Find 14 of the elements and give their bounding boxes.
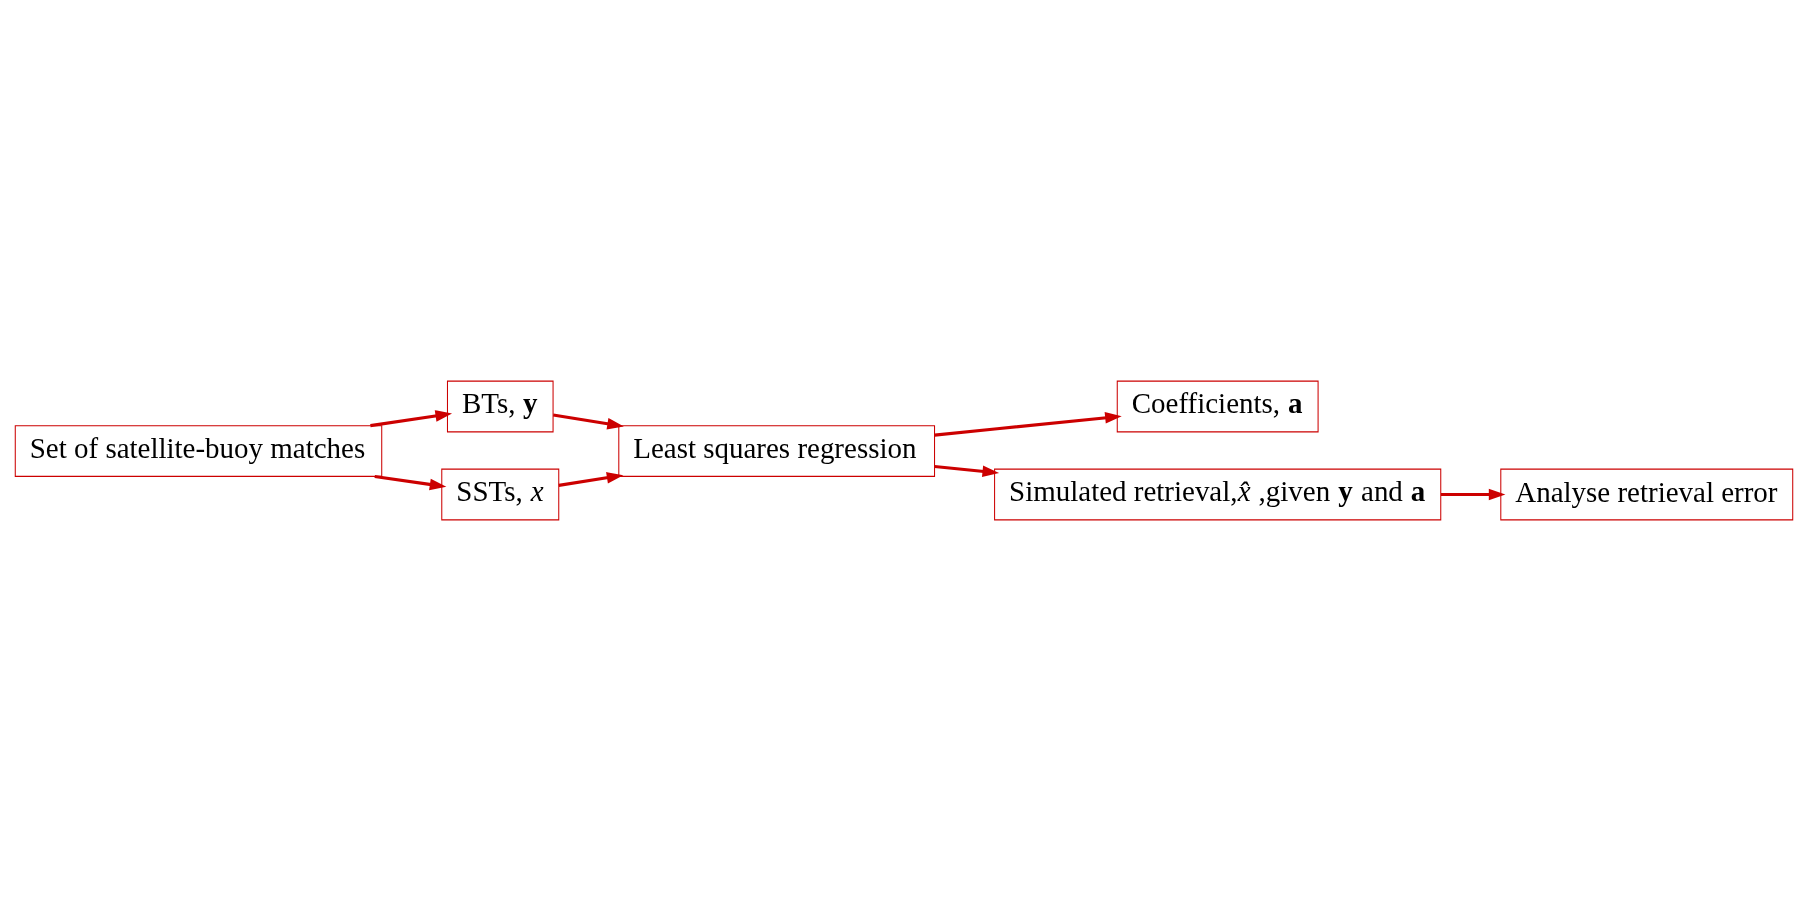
node-box: Set of satellite-buoy matches — [14, 425, 383, 477]
node-box: BTs, y — [446, 380, 554, 433]
node-box: Analyse retrieval error — [1500, 468, 1794, 521]
arrow — [558, 472, 624, 487]
node-box: Simulated retrieval,x̂ ,given y and a — [994, 468, 1442, 521]
arrow — [374, 474, 447, 491]
node-box: SSTs, x — [441, 468, 560, 521]
arrow — [1440, 488, 1506, 501]
arrow — [552, 413, 624, 430]
arrow — [370, 410, 453, 428]
arrow — [934, 412, 1122, 437]
node-box: Coefficients, a — [1116, 380, 1319, 433]
node-box: Least squares regression — [618, 425, 936, 477]
arrow — [934, 465, 1000, 478]
